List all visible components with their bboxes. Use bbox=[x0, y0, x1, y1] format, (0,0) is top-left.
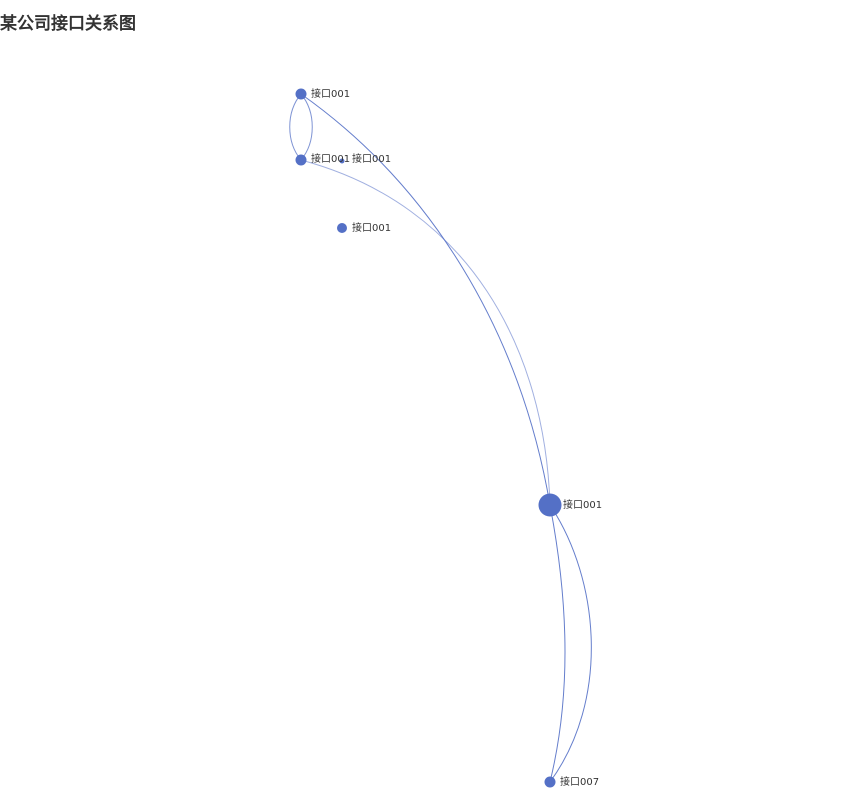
graph-node[interactable] bbox=[295, 154, 307, 166]
graph-edge bbox=[549, 504, 566, 783]
node-label: 接口001 bbox=[311, 152, 350, 165]
graph-node[interactable] bbox=[337, 223, 347, 233]
graph-node[interactable] bbox=[538, 493, 562, 517]
node-label: 接口001 bbox=[563, 498, 602, 511]
graph-edge bbox=[300, 159, 551, 506]
graph-edge bbox=[300, 93, 551, 506]
graph-node[interactable] bbox=[339, 158, 345, 164]
graph-edge bbox=[300, 93, 313, 161]
edge-layer bbox=[289, 93, 592, 783]
node-label: 接口001 bbox=[311, 87, 350, 100]
node-label: 接口001 bbox=[352, 221, 391, 234]
node-label: 接口007 bbox=[560, 775, 599, 788]
node-layer bbox=[295, 88, 562, 788]
graph-node[interactable] bbox=[295, 88, 307, 100]
graph-node[interactable] bbox=[544, 776, 556, 788]
graph-edge bbox=[549, 504, 592, 783]
page-title: 某公司接口关系图 bbox=[0, 14, 136, 34]
node-label: 接口001 bbox=[352, 152, 391, 165]
label-layer: 接口001 接口001 接口001 接口001 接口001 接口007 bbox=[311, 87, 602, 788]
graph-edge bbox=[289, 93, 302, 161]
